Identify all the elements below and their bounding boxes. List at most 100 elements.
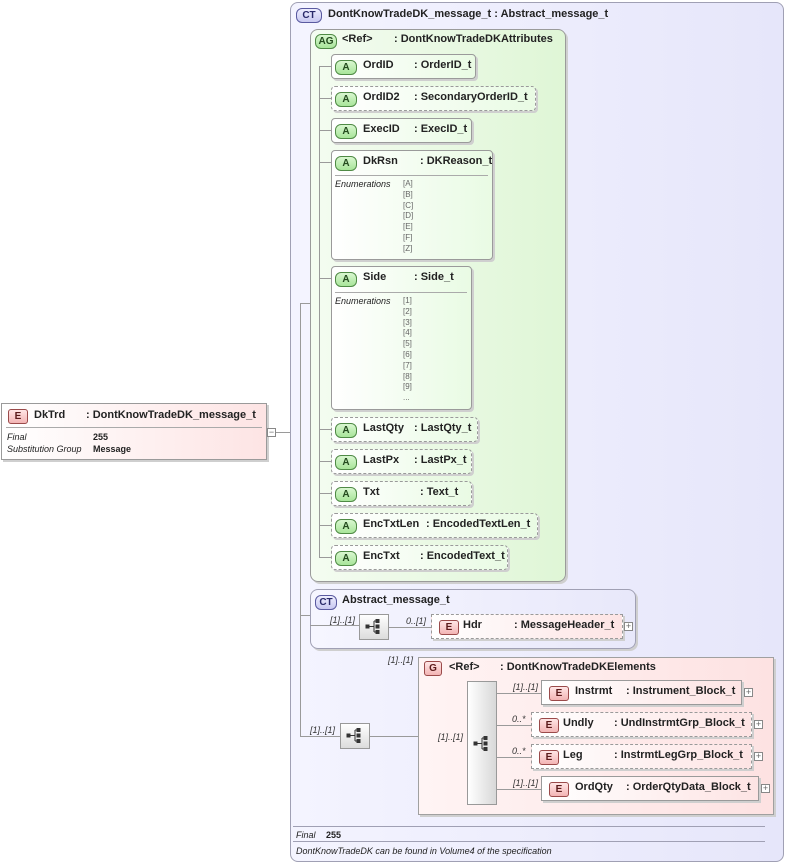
attribute-group-ref: <Ref> [342,33,373,45]
divider [6,427,262,428]
enum-value: [5] [403,339,412,349]
element-type: : Instrument_Block_t [626,685,736,697]
complex-type-badge: CT [296,8,322,23]
enum-value: [3] [403,317,412,327]
attribute-badge: A [335,60,357,75]
enum-value: ... [403,393,410,403]
attribute-lastqty[interactable]: A LastQty : LastQty_t [331,417,478,442]
abstract-title: Abstract_message_t [342,594,450,606]
divider [293,826,765,827]
attribute-type: : Text_t [420,486,459,498]
cardinality: [1]..[1] [438,732,464,742]
element-badge: E [549,782,569,797]
prop-final-value: 255 [93,432,109,442]
connector [497,693,541,694]
attribute-dkrsn[interactable]: A DkRsn : DKReason_t Enumerations [A] [B… [331,150,493,260]
cardinality: [1]..[1] [513,682,539,692]
prop-final-key: Final [7,432,27,442]
enum-value: [F] [403,232,413,242]
attribute-name: EncTxt [363,550,400,562]
element-instrmt[interactable]: E Instrmt : Instrument_Block_t [541,680,742,705]
enum-value: [6] [403,349,412,359]
root-element-name: DkTrd [34,409,66,421]
element-undly[interactable]: E Undly : UndInstrmtGrp_Block_t [531,712,752,737]
connector [300,303,310,304]
element-ordqty[interactable]: E OrdQty : OrderQtyData_Block_t [541,776,759,801]
complex-type-title: DontKnowTradeDK_message_t : Abstract_mes… [328,8,609,20]
attribute-lastpx[interactable]: A LastPx : LastPx_t [331,449,472,474]
root-element-type: : DontKnowTradeDK_message_t [86,409,256,421]
expand-toggle-undly[interactable]: + [754,719,763,729]
trunk-line [300,303,301,737]
element-name: OrdQty [575,781,613,793]
attribute-name: OrdID2 [363,91,400,103]
element-name: Instrmt [575,685,613,697]
attribute-type: : OrderID_t [414,59,472,71]
attribute-name: EncTxtLen [363,518,420,530]
element-type: : InstrmtLegGrp_Block_t [614,749,743,761]
attribute-side[interactable]: A Side : Side_t Enumerations [1] [2] [3]… [331,266,472,410]
footer-note: DontKnowTradeDK can be found in Volume4 … [296,846,552,856]
abstract-ct-badge: CT [315,595,337,610]
inner-sequence-box[interactable] [467,681,497,805]
expand-toggle-leg[interactable]: + [754,751,763,761]
attribute-group-name: : DontKnowTradeDKAttributes [394,33,553,45]
element-badge: E [549,686,569,701]
enum-value: [1] [403,296,412,305]
attribute-name: LastPx [363,454,400,466]
attribute-badge: A [335,455,357,470]
collapse-toggle-root[interactable]: − [267,427,276,437]
attribute-execid[interactable]: A ExecID : ExecID_t [331,118,472,143]
enum-value: [A] [403,179,413,188]
connector [497,789,541,790]
attribute-ordid[interactable]: A OrdID : OrderID_t [331,54,476,79]
side-enum-list: [1] [2] [3] [4] [5] [6] [7] [8] [9] ... [403,296,412,404]
sequence-compositor-icon[interactable] [359,614,389,640]
attribute-ordid2[interactable]: A OrdID2 : SecondaryOrderID_t [331,86,536,111]
attribute-badge: A [335,519,357,534]
dkrsn-enum-list: [A] [B] [C] [D] [E] [F] [Z] [403,179,413,255]
attribute-type: : ExecID_t [414,123,468,135]
connector [319,429,333,430]
sequence-icon [346,728,361,743]
element-badge: E [439,620,459,635]
cardinality: 0..* [512,714,526,724]
cardinality: [1]..[1] [513,778,539,788]
connector [319,461,333,462]
prop-subst-value: Message [93,444,132,454]
expand-toggle-hdr[interactable]: + [624,621,633,631]
attribute-enctxtlen[interactable]: A EncTxtLen : EncodedTextLen_t [331,513,538,538]
outer-sequence-icon[interactable] [340,723,370,749]
root-element-box[interactable]: E DkTrd : DontKnowTradeDK_message_t Fina… [1,403,267,460]
enum-value: [D] [403,211,414,221]
element-badge: E [539,718,559,733]
enum-value: [C] [403,200,414,210]
attribute-name: Txt [363,486,380,498]
expand-toggle-instrmt[interactable]: + [744,687,753,697]
connector [319,162,333,163]
cardinality: [1]..[1] [330,615,356,625]
attribute-badge: A [335,156,357,171]
element-name: Hdr [463,619,482,631]
attribute-type: : EncodedText_t [420,550,505,562]
element-hdr[interactable]: E Hdr : MessageHeader_t [431,614,623,639]
enum-value: [8] [403,371,412,381]
enumerations-label: Enumerations [335,179,391,189]
connector [497,725,533,726]
attribute-type: : EncodedTextLen_t [426,518,531,530]
connector [310,625,360,626]
attribute-type: : Side_t [414,271,454,283]
connector [276,432,300,433]
expand-toggle-ordqty[interactable]: + [761,783,770,793]
prop-subst-key: Substitution Group [7,444,82,454]
cardinality: 0..* [512,746,526,756]
attribute-badge: A [335,487,357,502]
attribute-txt[interactable]: A Txt : Text_t [331,481,472,506]
attribute-badge: A [335,551,357,566]
connector [319,525,333,526]
group-name: : DontKnowTradeDKElements [500,661,656,673]
attribute-enctxt[interactable]: A EncTxt : EncodedText_t [331,545,508,570]
enum-value: [B] [403,189,413,199]
element-leg[interactable]: E Leg : InstrmtLegGrp_Block_t [531,744,752,769]
connector [319,278,333,279]
